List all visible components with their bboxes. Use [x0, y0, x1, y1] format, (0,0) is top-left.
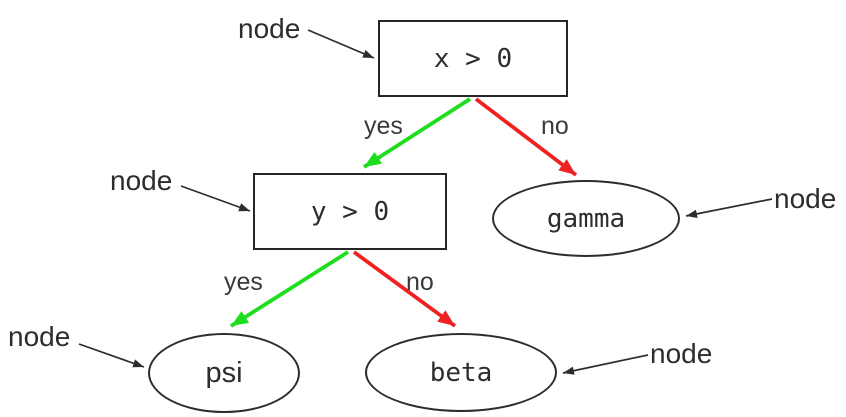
node-beta: beta	[365, 333, 557, 412]
node-root: x > 0	[378, 20, 568, 97]
annotation-arrow-branch	[180, 185, 251, 212]
annotation-label-gamma: node	[774, 183, 837, 214]
annotation-label-root: node	[238, 13, 301, 44]
annotation-label-beta: node	[650, 338, 713, 369]
node-gamma: gamma	[492, 180, 680, 257]
edge-label-root-yes: yes	[364, 112, 403, 140]
annotation-arrow-root	[307, 29, 375, 59]
annotation-label-branch: node	[110, 165, 173, 196]
edge-branch-yes	[229, 250, 350, 328]
annotation-label-psi: node	[8, 321, 71, 352]
annotation-arrow-beta	[562, 354, 649, 375]
edge-label-branch-no: no	[406, 268, 434, 296]
annotation-arrow-gamma	[685, 198, 773, 218]
node-gamma-label: gamma	[546, 203, 626, 234]
edge-label-branch-yes: yes	[224, 268, 263, 296]
node-root-label: x > 0	[433, 43, 513, 74]
annotation-arrow-psi	[78, 343, 145, 368]
node-psi: psi	[148, 333, 300, 413]
node-beta-label: beta	[429, 357, 493, 388]
node-psi-label: psi	[205, 356, 243, 389]
edge-root-no	[474, 97, 578, 177]
edge-branch-no	[352, 250, 457, 328]
node-branch: y > 0	[253, 173, 447, 250]
edge-label-root-no: no	[541, 112, 569, 140]
edge-root-yes	[362, 97, 472, 169]
node-branch-label: y > 0	[310, 196, 390, 227]
